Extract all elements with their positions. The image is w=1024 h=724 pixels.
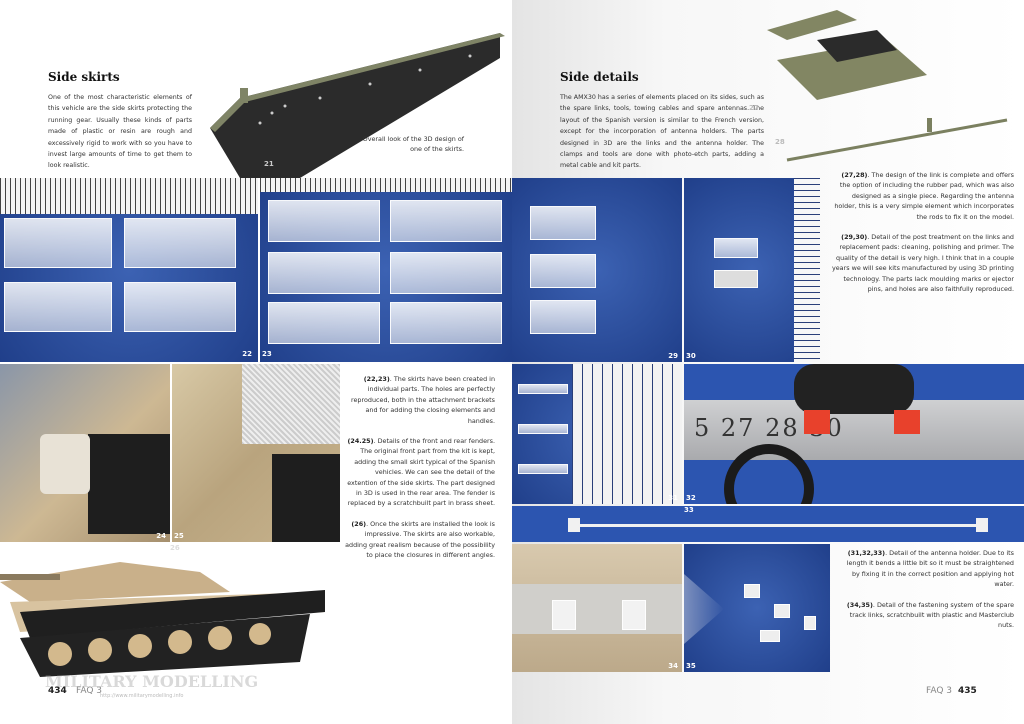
intro-text: The AMX30 has a series of elements place… — [560, 94, 764, 170]
caption-ref: (26) — [351, 519, 367, 528]
photo-number: 33 — [684, 506, 694, 514]
right-captions-bottom: (31,32,33). Detail of the antenna holder… — [838, 548, 1014, 631]
link-render-image — [767, 10, 1008, 162]
photo-33-antenna: 33 — [512, 506, 1024, 542]
caption-text: . Details of the front and rear fenders.… — [347, 437, 495, 508]
section-title-side-details: Side details — [560, 70, 639, 84]
running-title-left: FAQ 3 — [76, 686, 103, 696]
left-page: Side skirts One of the most characterist… — [0, 28, 512, 699]
photo-31-antenna-holders: 31 — [512, 364, 682, 504]
caption-ref: (24.25) — [347, 437, 374, 446]
photo-21-skirt-render: 21 — [200, 28, 512, 178]
caption-ref: (31,32,33) — [847, 549, 886, 557]
caption-ref: (22,23) — [363, 375, 390, 383]
caption-text: . Once the skirts are installed the look… — [345, 519, 495, 560]
photo-number: 21 — [264, 160, 274, 168]
photo-30-pads: 30 — [684, 178, 820, 362]
photo-number: 29 — [668, 352, 678, 360]
caption-text: . The skirts have been created in indivi… — [351, 375, 495, 425]
photo-34-fastening: 34 — [512, 544, 682, 672]
photo-32-antenna-straightening: 5 27 28 30 32 — [684, 364, 1024, 504]
photo-number: 24 — [156, 532, 166, 540]
running-title-right: FAQ 3 — [926, 686, 953, 696]
page-number-left: 434 — [48, 686, 67, 696]
ruler — [0, 178, 258, 214]
caption-text: . Detail of the post treatment on the li… — [831, 233, 1014, 294]
photo-25-rear-fender: 25 — [172, 364, 340, 542]
watermark-url: http://www.militarymodelling.info — [100, 693, 184, 699]
photo-22-skirt-parts: 22 — [0, 178, 258, 362]
photo-number: 26 — [170, 544, 180, 552]
photo-29-links: 29 — [512, 178, 682, 362]
photo-number: 23 — [262, 350, 272, 358]
photo-24-front-fender: 24 — [0, 364, 170, 542]
caption-ref: (34,35) — [846, 600, 873, 609]
photo-number: 32 — [686, 494, 696, 502]
caption-text: . Detail of the antenna holder. Due to i… — [846, 549, 1014, 589]
photo-number: 27 — [749, 104, 759, 112]
photo-35-fastening-parts: 35 — [684, 544, 830, 672]
section-title-side-skirts: Side skirts — [48, 70, 120, 84]
caption-text: . The design of the link is complete and… — [834, 171, 1014, 221]
photo-number: 22 — [242, 350, 252, 358]
left-captions: (22,23). The skirts have been created in… — [345, 374, 495, 561]
intro-text: One of the most characteristic elements … — [48, 94, 192, 170]
photo-number: 30 — [686, 352, 696, 360]
photo-number: 25 — [174, 532, 184, 540]
tank-image — [0, 562, 325, 677]
page-number-right: 435 — [958, 686, 977, 696]
photo-number: 31 — [668, 494, 678, 502]
caption-ref: (29,30) — [841, 233, 868, 242]
photo-number: 35 — [686, 662, 696, 670]
caption-ref: (27,28) — [841, 171, 868, 179]
photo-23-skirt-parts: 23 — [260, 178, 512, 362]
photo-number: 28 — [775, 138, 785, 146]
watermark-logo: MILITARY MODELLING — [45, 672, 259, 691]
skirt-render-image — [210, 33, 505, 178]
caption-21: Overall look of the 3D design of one of … — [362, 135, 464, 154]
photo-number: 34 — [668, 662, 678, 670]
right-captions-top: (27,28). The design of the link is compl… — [830, 170, 1014, 294]
right-page: Side details The AMX30 has a series of e… — [512, 0, 1024, 724]
caption-text: . Detail of the fastening system of the … — [849, 600, 1014, 630]
photo-27-28-link-render: 27 28 — [737, 0, 1017, 178]
photo-26-tank: 26 — [0, 542, 332, 688]
